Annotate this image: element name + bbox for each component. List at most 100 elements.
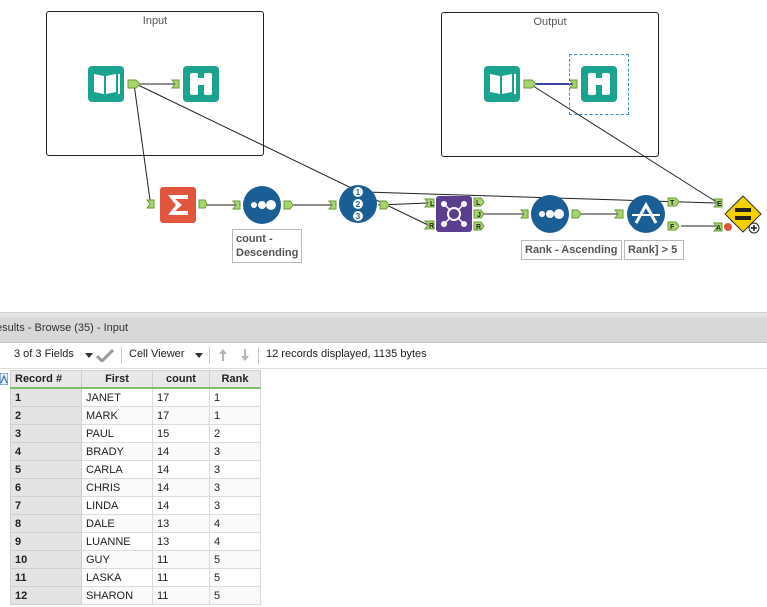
first-name-cell[interactable]: BRADY [81, 442, 153, 461]
count-cell[interactable]: 11 [152, 586, 210, 605]
chevron-down-icon[interactable] [85, 353, 93, 359]
browse-tool[interactable] [171, 64, 223, 107]
record-number-cell[interactable]: 12 [10, 586, 82, 605]
table-header-row: Record # First count Rank [10, 370, 261, 389]
first-name-cell[interactable]: LUANNE [81, 532, 153, 551]
test-tool[interactable]: E A [713, 194, 765, 239]
rank-cell[interactable]: 2 [209, 424, 261, 443]
count-cell[interactable]: 14 [152, 478, 210, 497]
test-actual-label: A [716, 225, 721, 232]
count-cell[interactable]: 17 [152, 387, 210, 407]
annotation-line: Descending [236, 247, 299, 259]
join-anchor-left-label: L [430, 201, 435, 208]
filter-tool[interactable]: T F [614, 193, 686, 238]
rank-cell[interactable]: 4 [209, 532, 261, 551]
output-input-data-tool[interactable] [484, 64, 538, 107]
first-name-cell[interactable]: GUY [81, 550, 153, 569]
arrow-up-icon[interactable] [218, 348, 228, 362]
chevron-down-icon[interactable] [195, 353, 203, 359]
first-name-cell[interactable]: DALE [81, 514, 153, 533]
rank-cell[interactable]: 1 [209, 387, 261, 407]
rank-cell[interactable]: 5 [209, 550, 261, 569]
first-name-cell[interactable]: CHRIS [81, 478, 153, 497]
sort-ascending-annotation: Rank - Ascending [521, 240, 622, 260]
record-number-cell[interactable]: 11 [10, 568, 82, 587]
results-toolbar: 3 of 3 Fields Cell Viewer 12 records dis… [0, 343, 767, 369]
input-data-tool[interactable] [88, 64, 142, 107]
checkmark-icon[interactable] [96, 349, 114, 362]
first-name-cell[interactable]: JANET [81, 387, 153, 407]
connection-line[interactable] [135, 83, 429, 226]
count-cell[interactable]: 17 [152, 406, 210, 425]
rank-cell[interactable]: 3 [209, 496, 261, 515]
annotation-text: Rank - Ascending [525, 244, 618, 256]
record-number-cell[interactable]: 10 [10, 550, 82, 569]
connection-line[interactable] [133, 83, 151, 201]
connection-line[interactable] [529, 83, 719, 204]
rank-cell[interactable]: 3 [209, 442, 261, 461]
toolbar-divider [121, 347, 122, 364]
sort-tool[interactable] [232, 185, 294, 228]
cell-viewer-button[interactable]: Cell Viewer [129, 348, 185, 360]
record-number-cell[interactable]: 1 [10, 387, 82, 407]
record-number-cell[interactable]: 7 [10, 496, 82, 515]
summarize-tool[interactable] [146, 186, 208, 227]
record-id-tool[interactable]: 1 2 3 [328, 183, 392, 228]
record-number-cell[interactable]: 6 [10, 478, 82, 497]
count-cell[interactable]: 11 [152, 550, 210, 569]
rank-cell[interactable]: 1 [209, 406, 261, 425]
workflow-canvas[interactable]: Input Output [0, 0, 767, 312]
rank-cell[interactable]: 4 [209, 514, 261, 533]
count-cell[interactable]: 14 [152, 460, 210, 479]
column-header-first[interactable]: First [81, 370, 153, 389]
arrow-down-icon[interactable] [240, 348, 250, 362]
record-number-cell[interactable]: 5 [10, 460, 82, 479]
first-name-cell[interactable]: SHARON [81, 586, 153, 605]
output-container[interactable]: Output [441, 12, 659, 157]
count-cell[interactable]: 11 [152, 568, 210, 587]
rank-cell[interactable]: 3 [209, 478, 261, 497]
input-container-title: Input [142, 15, 168, 27]
first-name-cell[interactable]: CARLA [81, 460, 153, 479]
pane-splitter[interactable] [0, 312, 767, 318]
sort-ascending-tool[interactable] [520, 194, 582, 237]
first-name-cell[interactable]: PAUL [81, 424, 153, 443]
rank-cell[interactable]: 3 [209, 460, 261, 479]
rank-cell[interactable]: 5 [209, 586, 261, 605]
count-cell[interactable]: 15 [152, 424, 210, 443]
record-number-cell[interactable]: 4 [10, 442, 82, 461]
first-name-cell[interactable]: MARK [81, 406, 153, 425]
column-header-record[interactable]: Record # [10, 370, 82, 389]
record-number-cell[interactable]: 2 [10, 406, 82, 425]
join-out-left-label: L [476, 200, 481, 207]
first-name-cell[interactable]: LINDA [81, 496, 153, 515]
join-tool[interactable]: L R L J R [424, 193, 490, 238]
count-cell[interactable]: 14 [152, 442, 210, 461]
column-header-rank[interactable]: Rank [209, 370, 261, 389]
count-cell[interactable]: 14 [152, 496, 210, 515]
toolbar-divider [258, 347, 259, 364]
column-header-count[interactable]: count [152, 370, 210, 389]
first-name-cell[interactable]: LASKA [81, 568, 153, 587]
rank-cell[interactable]: 5 [209, 568, 261, 587]
fields-selector[interactable]: 3 of 3 Fields [14, 348, 74, 360]
output-browse-tool[interactable] [569, 64, 621, 107]
record-number-cell[interactable]: 3 [10, 424, 82, 443]
record-number-cell[interactable]: 8 [10, 514, 82, 533]
side-metadata-icon[interactable] [0, 373, 8, 385]
count-cell[interactable]: 13 [152, 532, 210, 551]
count-cell[interactable]: 13 [152, 514, 210, 533]
record-number-cell[interactable]: 9 [10, 532, 82, 551]
